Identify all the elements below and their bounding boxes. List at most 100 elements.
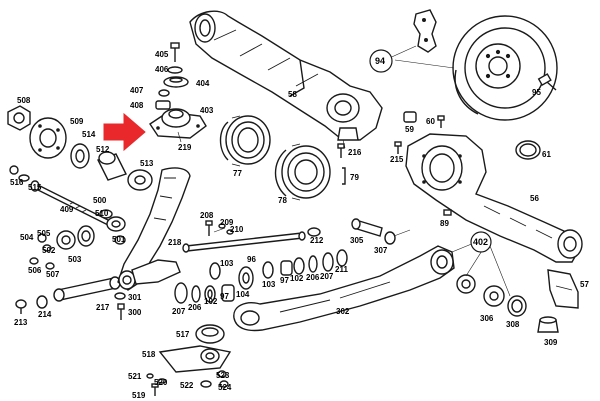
- spacer-part-408: [155, 100, 171, 110]
- mount-part-502: [56, 230, 76, 250]
- washer-part-307: [384, 231, 396, 245]
- bushing-part-306-b: [483, 285, 505, 307]
- label-403: 403: [200, 106, 214, 115]
- label-402: 402: [473, 237, 488, 247]
- label-404: 404: [196, 79, 210, 88]
- label-219: 219: [178, 143, 192, 152]
- washer-part-206-right: [308, 255, 318, 273]
- bolt-part-215: [394, 141, 402, 154]
- label-521: 521: [128, 372, 142, 381]
- washer-part-103-right: [262, 261, 274, 279]
- label-210: 210: [230, 225, 244, 234]
- label-305: 305: [350, 236, 364, 245]
- bolt-part-213: [15, 299, 27, 314]
- label-517: 517: [176, 330, 190, 339]
- washer-part-505: [42, 244, 52, 252]
- label-509: 509: [70, 117, 84, 126]
- red-callout-arrow-icon: [103, 112, 146, 152]
- label-104: 104: [236, 290, 250, 299]
- bushing-part-517: [195, 324, 225, 344]
- washer-part-207-left: [174, 282, 188, 304]
- label-211: 211: [335, 265, 348, 274]
- label-504: 504: [20, 233, 34, 242]
- rubber-boot-part-78: [274, 143, 331, 201]
- washer-part-500: [99, 209, 113, 219]
- label-519: 519: [132, 391, 146, 400]
- label-518: 518: [142, 350, 156, 359]
- label-209: 209: [220, 218, 234, 227]
- label-circle-402: [470, 231, 492, 253]
- nut-part-501: [114, 235, 126, 245]
- label-523: 523: [216, 371, 230, 380]
- label-102-left: 102: [204, 297, 218, 306]
- washer-part-103-left: [209, 262, 221, 280]
- bushing-part-513: [127, 169, 153, 191]
- bushing-part-212: [307, 227, 321, 237]
- bolt-part-60: [437, 115, 445, 128]
- label-513: 513: [140, 159, 154, 168]
- bushing-part-512: [97, 151, 127, 181]
- washer-part-520: [157, 378, 167, 384]
- washer-part-522: [200, 380, 212, 388]
- trailing-arm-part-218: [117, 167, 191, 291]
- label-407: 407: [130, 86, 144, 95]
- nut-part-407: [158, 89, 170, 97]
- bushing-part-59: [403, 111, 417, 123]
- label-213: 213: [14, 318, 28, 327]
- washer-part-207-right: [322, 252, 334, 272]
- bolt-part-521: [146, 373, 154, 379]
- washer-part-206-left: [191, 285, 201, 303]
- label-309: 309: [544, 338, 558, 347]
- label-214: 214: [38, 310, 52, 319]
- flange-part-509: [29, 117, 67, 159]
- label-503: 503: [68, 255, 82, 264]
- bolt-part-506: [29, 257, 39, 265]
- bolt-part-208: [205, 220, 213, 236]
- bracket-part-57: [547, 269, 579, 309]
- label-512: 512: [96, 145, 110, 154]
- bracket-part: [413, 9, 437, 53]
- bolt-part-524: [219, 380, 229, 388]
- label-505: 505: [37, 229, 51, 238]
- label-300: 300: [128, 308, 142, 317]
- control-arm-part-302: [233, 245, 455, 332]
- bushing-part-510: [106, 216, 126, 232]
- label-522: 522: [180, 381, 194, 390]
- washer-part-214: [36, 295, 48, 309]
- mount-part-518: [158, 345, 232, 373]
- mount-bolt-part-405: [170, 42, 180, 62]
- label-103-right: 103: [262, 280, 276, 289]
- long-bolt-part-409: [30, 180, 113, 227]
- bushing-part-514: [70, 143, 90, 169]
- bushing-part-104: [238, 266, 254, 290]
- label-514: 514: [82, 130, 96, 139]
- label-301: 301: [128, 293, 142, 302]
- clip-part-79: [342, 167, 346, 185]
- label-97-right: 97: [280, 276, 289, 285]
- bushing-part-97-right: [280, 260, 293, 276]
- brake-disc-part-94: [452, 15, 558, 121]
- label-103-left: 103: [220, 259, 234, 268]
- washer-part-211: [336, 249, 348, 267]
- bolt-part-504: [37, 233, 47, 243]
- washer-part-515: [18, 174, 30, 182]
- bushing-part-306-a: [456, 274, 476, 294]
- label-206-right: 206: [306, 273, 320, 282]
- label-57: 57: [580, 280, 589, 289]
- washer-part-209: [218, 223, 226, 229]
- bushing-part-102-right: [293, 257, 305, 275]
- top-mount-plate-part-403: [149, 108, 207, 139]
- label-502: 502: [42, 246, 56, 255]
- label-520: 520: [154, 378, 168, 387]
- label-217: 217: [96, 303, 110, 312]
- pin-part-305: [351, 218, 383, 237]
- label-77: 77: [233, 169, 242, 178]
- bolt-part-95: [537, 73, 557, 91]
- label-218: 218: [168, 238, 182, 247]
- label-215: 215: [390, 155, 404, 164]
- label-102-right: 102: [290, 274, 304, 283]
- axle-housing-part-56: [405, 133, 583, 263]
- label-500: 500: [93, 196, 107, 205]
- label-507: 507: [46, 270, 60, 279]
